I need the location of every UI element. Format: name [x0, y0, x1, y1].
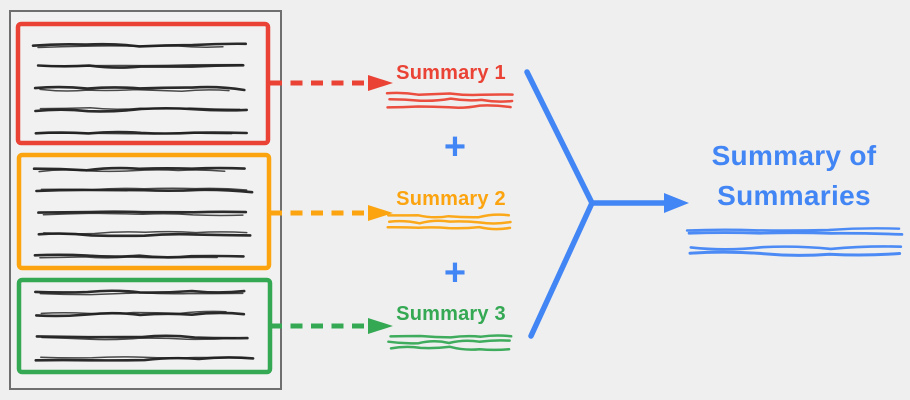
document-section-1-box — [15, 21, 271, 146]
document-text-line — [37, 210, 248, 214]
document-text-line-echo — [40, 356, 247, 359]
document-text-line-echo — [40, 187, 248, 191]
output-underline-scribble — [688, 250, 902, 257]
summary-1-scribble — [386, 104, 512, 109]
summary-3-label: Summary 3 — [396, 303, 506, 325]
output-text-scribbles — [685, 227, 904, 257]
document-text-line-echo — [41, 336, 237, 341]
document-text-line-echo — [38, 169, 226, 173]
document-text-line-echo — [43, 230, 248, 235]
merge-line-bottom — [528, 200, 595, 339]
output-underline-scribble — [689, 245, 903, 251]
summary-1-label: Summary 1 — [396, 62, 506, 84]
merge-right-arrow-icon — [524, 69, 689, 339]
document-text-line-echo — [40, 310, 227, 315]
plus-operator-2: + — [443, 252, 467, 294]
document-section-2-box — [16, 152, 272, 271]
output-underline-scribble — [687, 231, 904, 236]
plus-operator-1: + — [443, 126, 467, 168]
arrowhead — [368, 205, 393, 221]
document-text-line — [33, 253, 245, 259]
document-text-line-echo — [39, 292, 244, 296]
document-text-line-echo — [39, 88, 230, 92]
summary-1-scribble — [388, 97, 514, 103]
summary-2-label: Summary 2 — [396, 188, 506, 210]
map-arrow-3-dashed-right-arrow-icon — [270, 318, 393, 334]
merge-line-top — [524, 69, 667, 206]
arrowhead — [368, 318, 393, 334]
document-text-line — [33, 85, 246, 92]
summary-map-arrows — [270, 75, 393, 334]
summary-1-scribble — [385, 91, 514, 97]
summary-3-scribble — [387, 339, 511, 345]
document-text-line — [35, 334, 249, 340]
summary-2-scribble — [387, 219, 512, 225]
document-text-line — [35, 311, 246, 318]
map-arrow-2-dashed-right-arrow-icon — [270, 205, 393, 221]
document-outline — [9, 10, 282, 390]
summary-of-summaries-label: Summary of Summaries — [711, 140, 877, 211]
source-document — [9, 10, 282, 390]
document-text-line-echo — [42, 212, 244, 217]
summary-3-scribble — [389, 345, 511, 352]
document-text-line-echo — [39, 107, 241, 111]
summary-3-scribble — [389, 334, 513, 339]
arrowhead — [664, 193, 689, 213]
document-text-line-echo — [40, 132, 233, 135]
merge-arrow-lines — [524, 69, 689, 339]
summary-2-scribble — [386, 225, 512, 231]
document-text-line-echo — [42, 63, 244, 68]
arrowhead — [368, 75, 393, 91]
document-text-line-echo — [37, 45, 224, 49]
output-underline-scribble — [685, 227, 901, 232]
summary-2-scribble — [387, 213, 511, 219]
document-text-line-echo — [39, 256, 218, 259]
summary-text-scribbles — [385, 91, 514, 352]
map-arrow-1-dashed-right-arrow-icon — [270, 75, 393, 91]
